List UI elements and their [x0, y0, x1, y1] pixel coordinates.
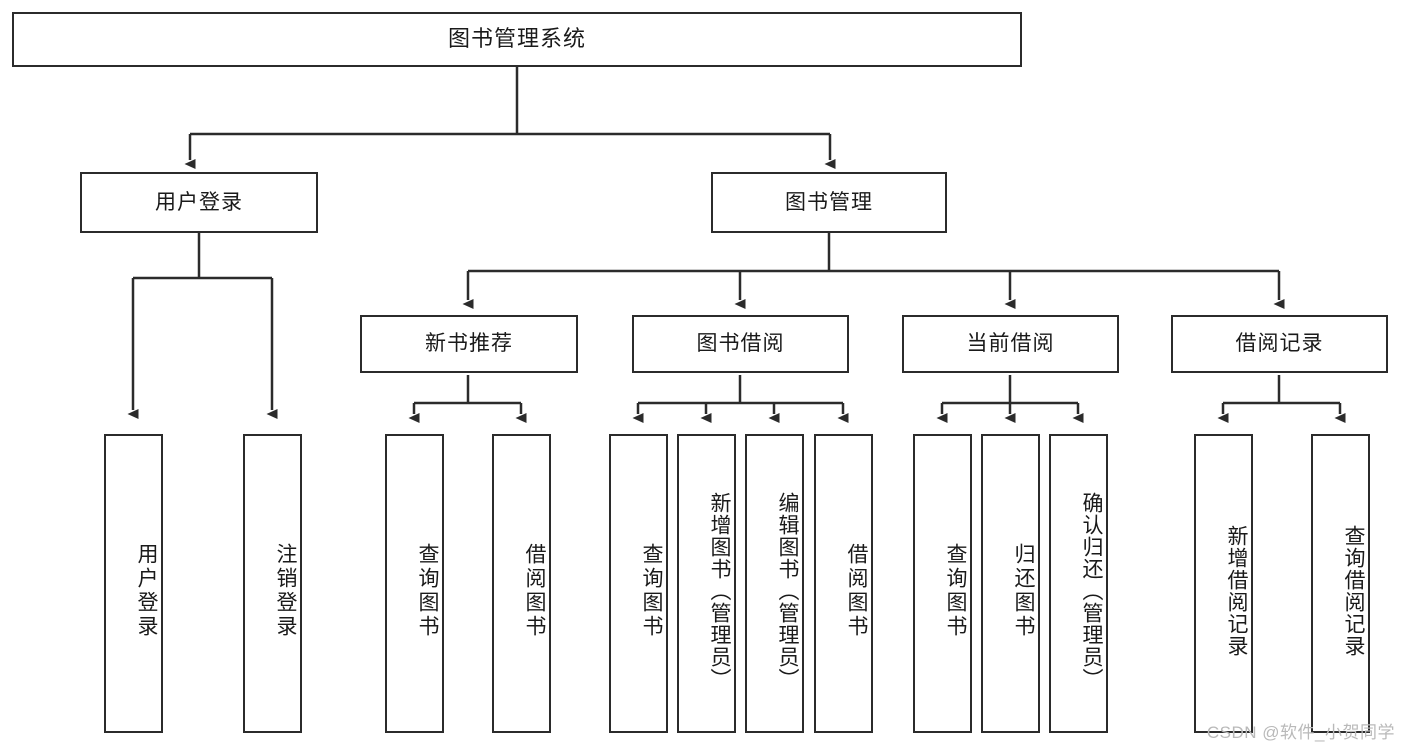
- leaf-return-book[interactable]: 归还图书: [981, 434, 1040, 733]
- leaf-add-book-admin[interactable]: 新增图书（管理员）: [677, 434, 736, 733]
- leaf-query-book-recommend[interactable]: 查询图书: [385, 434, 444, 733]
- leaf-edit-book-admin[interactable]: 编辑图书（管理员）: [745, 434, 804, 733]
- node-book-management[interactable]: 图书管理: [711, 172, 947, 233]
- leaf-borrow-book[interactable]: 借阅图书: [814, 434, 873, 733]
- leaf-confirm-return-admin[interactable]: 确认归还（管理员）: [1049, 434, 1108, 733]
- node-root-system[interactable]: 图书管理系统: [12, 12, 1022, 67]
- leaf-query-book-borrow[interactable]: 查询图书: [609, 434, 668, 733]
- leaf-add-borrow-record[interactable]: 新增借阅记录: [1194, 434, 1253, 733]
- node-borrow-record[interactable]: 借阅记录: [1171, 315, 1388, 373]
- node-book-borrow[interactable]: 图书借阅: [632, 315, 849, 373]
- csdn-watermark: CSDN @软件_小贺同学: [1206, 723, 1395, 742]
- leaf-query-book-current[interactable]: 查询图书: [913, 434, 972, 733]
- leaf-user-login[interactable]: 用户登录: [104, 434, 163, 733]
- leaf-query-borrow-record[interactable]: 查询借阅记录: [1311, 434, 1370, 733]
- leaf-borrow-book-recommend[interactable]: 借阅图书: [492, 434, 551, 733]
- node-new-book-recommend[interactable]: 新书推荐: [360, 315, 578, 373]
- leaf-logout-login[interactable]: 注销登录: [243, 434, 302, 733]
- node-user-login[interactable]: 用户登录: [80, 172, 318, 233]
- node-current-borrow[interactable]: 当前借阅: [902, 315, 1119, 373]
